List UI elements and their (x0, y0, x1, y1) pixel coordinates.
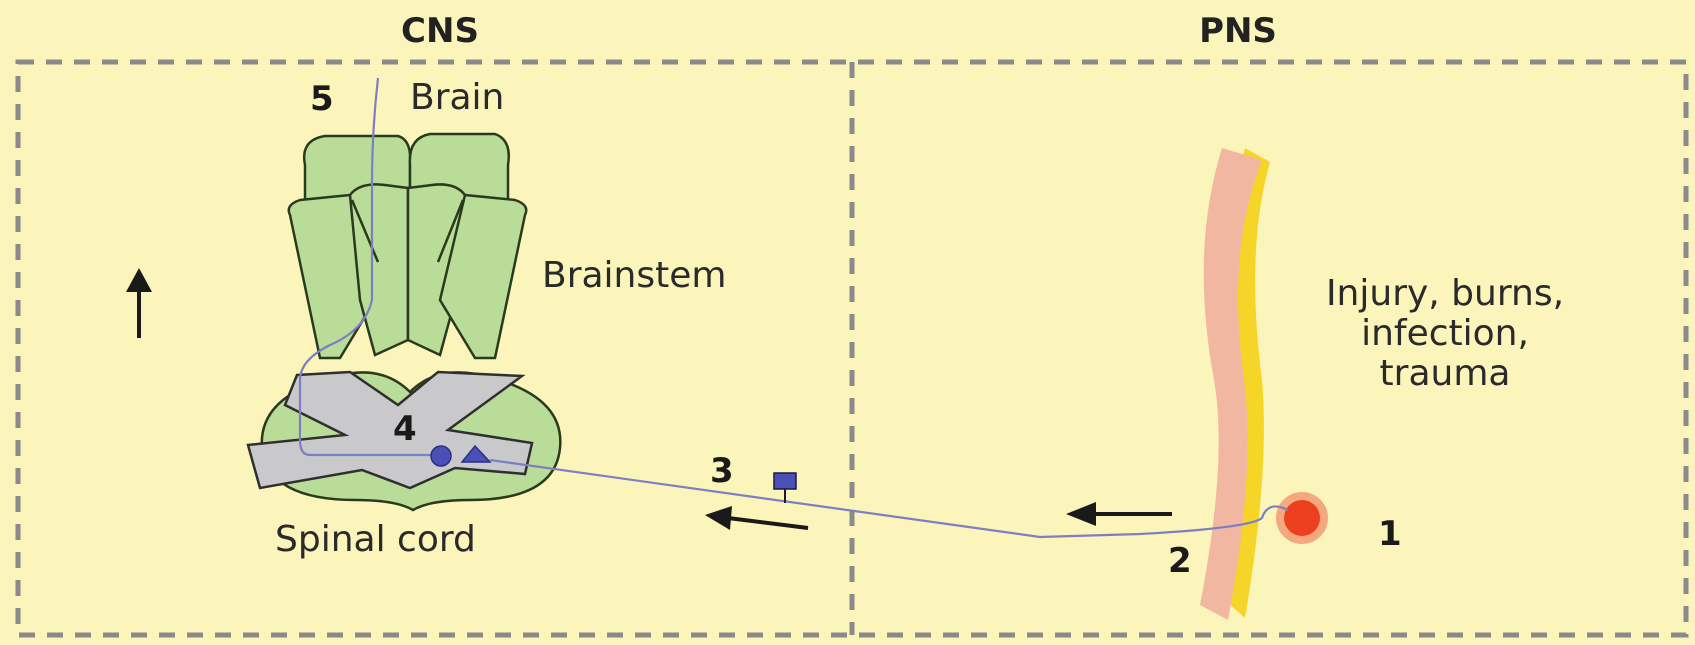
step-1-label: 1 (1378, 514, 1402, 554)
modulator-block (773, 472, 797, 490)
step-5-label: 5 (310, 79, 334, 119)
cns-title: CNS (401, 11, 479, 51)
ascending-tract (298, 77, 436, 457)
injury-caption-line: Injury, burns, (1326, 273, 1564, 314)
injury-site (1276, 492, 1328, 544)
brainstem-label: Brainstem (542, 255, 726, 296)
injury-caption: Injury, burns, infection, trauma (1326, 273, 1564, 394)
direction-arrows (126, 268, 1172, 530)
injury-caption-line: infection, (1361, 313, 1529, 354)
brainstem-lobe (438, 193, 528, 360)
skin-tissue (1200, 148, 1270, 620)
injury-caption-line: trauma (1380, 353, 1511, 394)
brain-label: Brain (410, 77, 504, 118)
pns-title: PNS (1199, 11, 1277, 51)
step-2-label: 2 (1168, 541, 1192, 581)
outer-border (15, 59, 1689, 638)
step-3-label: 3 (710, 451, 734, 491)
arrow-left-pns (1066, 502, 1172, 526)
brainstem-shape (287, 132, 528, 360)
spinal-cord-label: Spinal cord (275, 519, 476, 560)
spinal-cord-section (246, 370, 562, 512)
injury-core (1284, 500, 1320, 536)
panel-borders (15, 59, 1689, 638)
brainstem-crease (350, 199, 380, 263)
skin-layer (1200, 148, 1262, 620)
arrow-left-cns (705, 506, 809, 530)
step-4-label: 4 (393, 409, 417, 449)
brainstem-crease (436, 199, 465, 263)
primary-afferent-fiber (489, 458, 1289, 539)
neuron-cell-body (430, 445, 452, 467)
arrow-up (126, 268, 152, 338)
gray-matter (246, 370, 534, 490)
synapse-terminal (460, 444, 492, 463)
